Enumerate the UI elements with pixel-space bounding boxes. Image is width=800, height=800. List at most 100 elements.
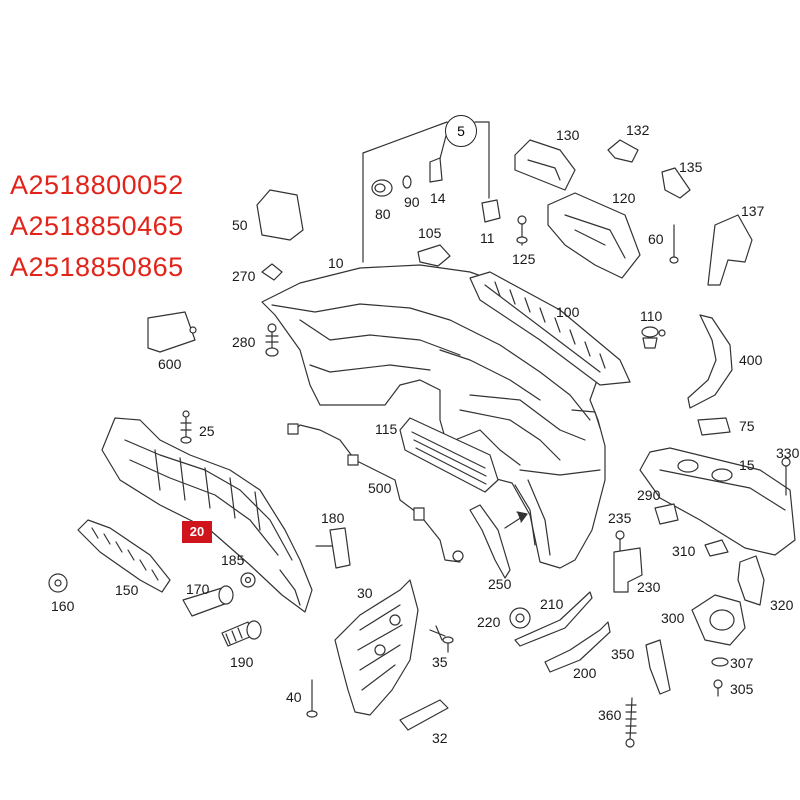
oem-number-1: A2518800052 bbox=[10, 170, 184, 200]
label-80: 80 bbox=[375, 206, 391, 222]
label-100: 100 bbox=[556, 304, 580, 320]
part-200-bracket bbox=[544, 621, 611, 673]
part-300-housing bbox=[691, 594, 746, 646]
label-360: 360 bbox=[598, 707, 622, 723]
label-132: 132 bbox=[626, 122, 650, 138]
part-80-sensor bbox=[371, 179, 393, 197]
part-350-sensor bbox=[645, 639, 671, 695]
part-132-clip bbox=[607, 139, 639, 163]
part-25-bolt bbox=[180, 410, 192, 444]
label-14: 14 bbox=[430, 190, 446, 206]
part-160-nut bbox=[48, 573, 68, 593]
label-75: 75 bbox=[739, 418, 755, 434]
label-270: 270 bbox=[232, 268, 256, 284]
label-160: 160 bbox=[51, 598, 75, 614]
part-320-bracket bbox=[737, 555, 765, 606]
oem-number-3: A2518850865 bbox=[10, 252, 184, 282]
label-120: 120 bbox=[612, 190, 636, 206]
part-35-bolt bbox=[429, 625, 454, 653]
part-20-impact-beam bbox=[101, 417, 313, 613]
label-250: 250 bbox=[488, 576, 512, 592]
label-400: 400 bbox=[739, 352, 763, 368]
part-400-trim bbox=[687, 314, 733, 409]
label-90: 90 bbox=[404, 194, 420, 210]
label-170: 170 bbox=[186, 581, 210, 597]
group-5-callout: 5 bbox=[445, 115, 477, 147]
part-137-bracket bbox=[707, 214, 753, 286]
label-210: 210 bbox=[540, 596, 564, 612]
part-600-panel bbox=[147, 311, 197, 353]
part-125-bolt bbox=[516, 215, 528, 246]
part-32-strip bbox=[399, 699, 449, 731]
part-235-bolt bbox=[615, 530, 625, 553]
label-180: 180 bbox=[321, 510, 345, 526]
part-170-sleeve bbox=[182, 585, 234, 617]
label-310: 310 bbox=[672, 543, 696, 559]
part-220-nut bbox=[509, 607, 531, 629]
label-32: 32 bbox=[432, 730, 448, 746]
part-185-washer bbox=[240, 572, 256, 588]
part-120-bracket bbox=[547, 192, 641, 279]
label-200: 200 bbox=[573, 665, 597, 681]
highlight-part-20: 20 bbox=[182, 521, 212, 543]
arrow-250 bbox=[504, 511, 528, 529]
label-190: 190 bbox=[230, 654, 254, 670]
part-210-strip bbox=[514, 591, 593, 647]
part-310-clip bbox=[704, 539, 729, 557]
label-40: 40 bbox=[286, 689, 302, 705]
label-330: 330 bbox=[776, 445, 800, 461]
part-130-bracket bbox=[514, 139, 576, 191]
part-270-clip bbox=[261, 263, 283, 281]
part-14-clip bbox=[429, 157, 443, 183]
part-250-trim bbox=[469, 504, 511, 579]
part-40-rivet bbox=[306, 679, 318, 718]
part-290-clip bbox=[654, 503, 679, 525]
label-105: 105 bbox=[418, 225, 442, 241]
label-350: 350 bbox=[611, 646, 635, 662]
label-15: 15 bbox=[739, 457, 755, 473]
label-220: 220 bbox=[477, 614, 501, 630]
part-115-grille bbox=[399, 417, 499, 493]
part-360-screw bbox=[625, 697, 637, 748]
part-11-bracket bbox=[481, 199, 501, 223]
part-90-ring bbox=[402, 175, 412, 189]
part-30-side-bracket bbox=[334, 579, 419, 716]
label-600: 600 bbox=[158, 356, 182, 372]
label-290: 290 bbox=[637, 487, 661, 503]
label-235: 235 bbox=[608, 510, 632, 526]
label-130: 130 bbox=[556, 127, 580, 143]
label-50: 50 bbox=[232, 217, 248, 233]
part-50-cap bbox=[256, 189, 304, 241]
label-110: 110 bbox=[640, 308, 663, 324]
part-307-washer bbox=[711, 657, 729, 667]
label-185: 185 bbox=[221, 552, 245, 568]
part-180-bracket bbox=[315, 527, 351, 569]
label-320: 320 bbox=[770, 597, 794, 613]
label-135: 135 bbox=[679, 159, 703, 175]
part-15-lower-panel bbox=[639, 447, 796, 556]
part-105-trim bbox=[417, 244, 451, 267]
part-135-clip bbox=[661, 167, 691, 199]
part-330-bolt bbox=[781, 457, 791, 496]
label-500: 500 bbox=[368, 480, 392, 496]
oem-number-2: A2518850465 bbox=[10, 211, 184, 241]
part-305-screw bbox=[713, 679, 723, 697]
label-11: 11 bbox=[480, 230, 495, 246]
part-60-rivet bbox=[669, 224, 679, 264]
label-60: 60 bbox=[648, 231, 664, 247]
label-280: 280 bbox=[232, 334, 256, 350]
part-500-harness bbox=[287, 423, 464, 563]
label-10: 10 bbox=[328, 255, 344, 271]
label-230: 230 bbox=[637, 579, 661, 595]
label-30: 30 bbox=[357, 585, 373, 601]
part-110-clip bbox=[641, 326, 666, 349]
label-307: 307 bbox=[730, 655, 754, 671]
label-35: 35 bbox=[432, 654, 448, 670]
part-100-strip bbox=[469, 271, 631, 386]
label-300: 300 bbox=[661, 610, 685, 626]
part-150-absorber bbox=[77, 519, 171, 593]
label-25: 25 bbox=[199, 423, 215, 439]
label-137: 137 bbox=[741, 203, 765, 219]
part-75-pad bbox=[697, 417, 731, 436]
